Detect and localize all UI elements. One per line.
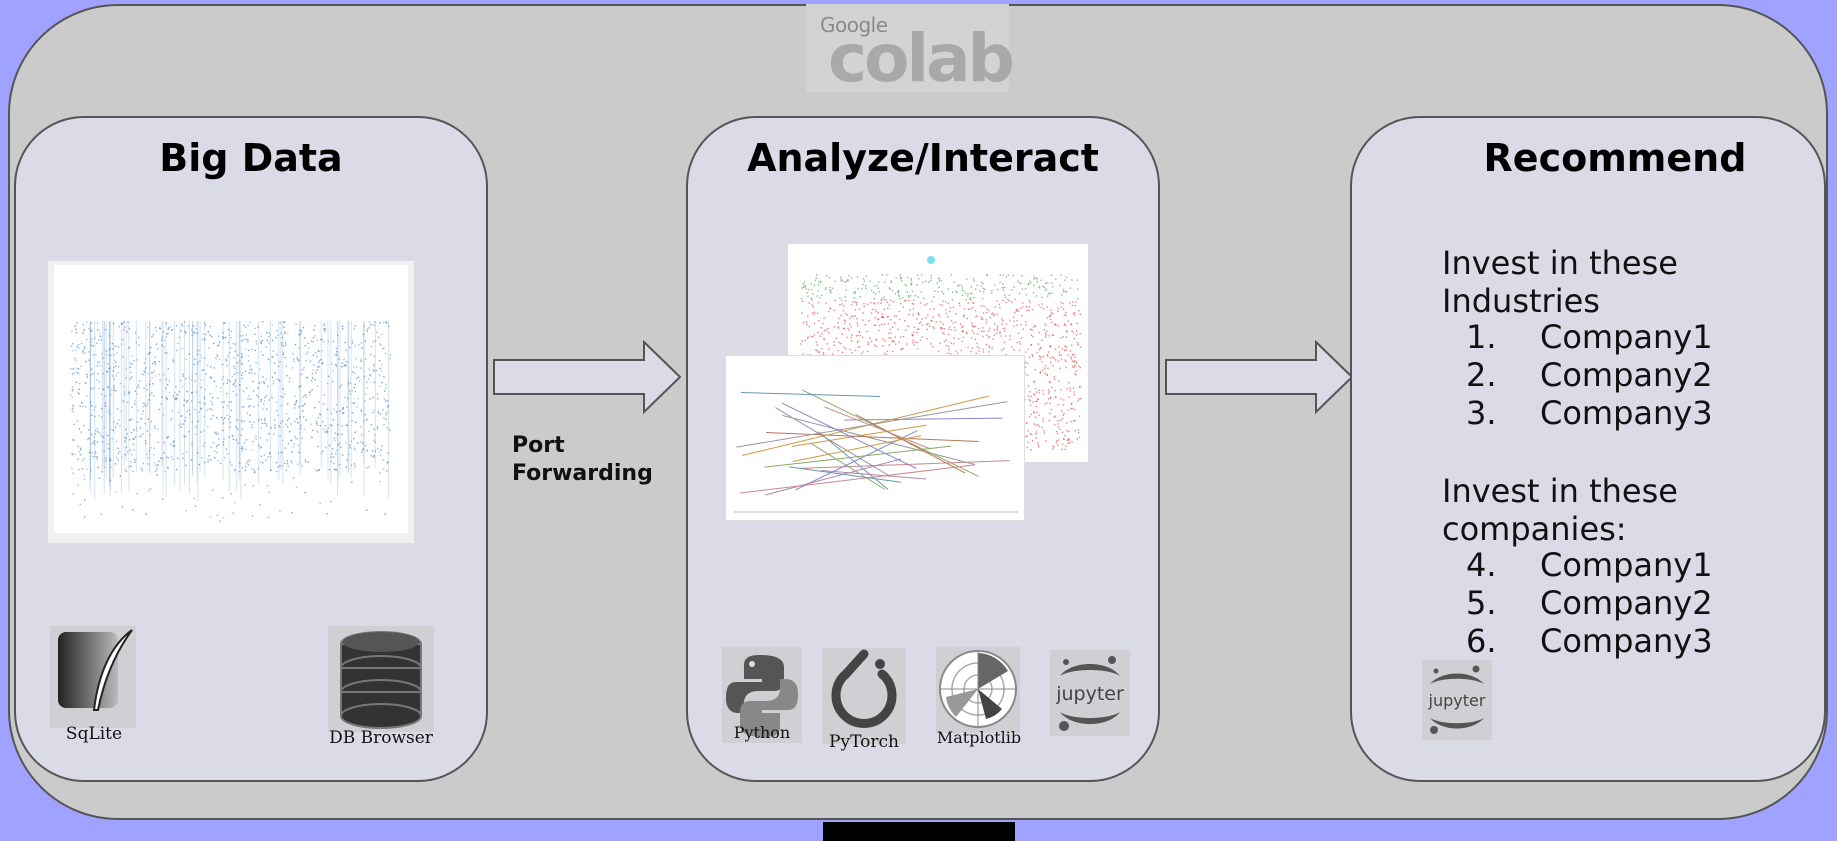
panel-title: Recommend — [1483, 136, 1747, 180]
jupyter-text: jupyter — [1428, 691, 1486, 710]
industries-heading-line2: Industries — [1442, 282, 1600, 320]
list-item: 5. — [1466, 584, 1497, 622]
db-browser-icon — [328, 626, 434, 732]
python-label: Python — [733, 723, 791, 742]
list-item: 6. — [1466, 622, 1497, 660]
jupyter-text: jupyter — [1055, 683, 1124, 705]
port-label-line2: Forwarding — [512, 461, 653, 486]
list-item: Company3 — [1540, 622, 1713, 660]
google-wordmark: Google — [820, 13, 888, 37]
sqlite-label: SqLite — [65, 724, 123, 744]
list-item: Company2 — [1540, 584, 1713, 622]
python-icon — [722, 647, 802, 743]
arrow-right-icon — [493, 340, 682, 415]
colab-wordmark: colab — [828, 20, 1015, 97]
panel-title: Analyze/Interact — [747, 136, 1099, 180]
list-item: 1. — [1466, 318, 1497, 356]
matplotlib-label: Matplotlib — [936, 728, 1022, 747]
list-item: 3. — [1466, 394, 1497, 432]
industries-heading-line1: Invest in these — [1442, 244, 1678, 282]
jupyter-icon: jupyter — [1050, 650, 1130, 736]
list-item: 4. — [1466, 546, 1497, 584]
companies-heading-line2: companies: — [1442, 510, 1627, 548]
matplotlib-icon — [936, 647, 1020, 733]
panel-big-data: Big Data SqLite DB Browser — [14, 116, 488, 782]
bottom-bar — [823, 822, 1015, 841]
sqlite-icon — [50, 626, 136, 728]
port-forwarding-label: Port Forwarding — [512, 432, 653, 488]
list-item: 2. — [1466, 356, 1497, 394]
db-browser-label: DB Browser — [329, 728, 433, 748]
colab-logo: Google colab — [806, 4, 1015, 97]
scatter-plot-image — [48, 261, 414, 543]
panel-title: Big Data — [159, 136, 343, 180]
line-chart — [734, 389, 1018, 513]
list-item: Company1 — [1540, 546, 1713, 584]
list-item: Company2 — [1540, 356, 1713, 394]
panel-recommend: Recommend Invest in these Industries 1. … — [1350, 116, 1826, 782]
jupyter-icon: jupyter — [1422, 660, 1492, 740]
port-label-line1: Port — [512, 433, 565, 458]
panel-analyze: Analyze/Interact Python PyTorch M — [686, 116, 1160, 782]
pytorch-label: PyTorch — [829, 732, 899, 752]
companies-heading-line1: Invest in these — [1442, 472, 1678, 510]
blue-scatter-chart — [54, 265, 408, 533]
list-item: Company3 — [1540, 394, 1713, 432]
industries-heading: Invest in these Industries — [1442, 244, 1678, 320]
list-item: Company1 — [1540, 318, 1713, 356]
line-plot-image — [725, 355, 1025, 521]
pytorch-icon — [822, 648, 906, 744]
arrow-right-icon — [1165, 340, 1354, 415]
companies-heading: Invest in these companies: — [1442, 472, 1678, 548]
